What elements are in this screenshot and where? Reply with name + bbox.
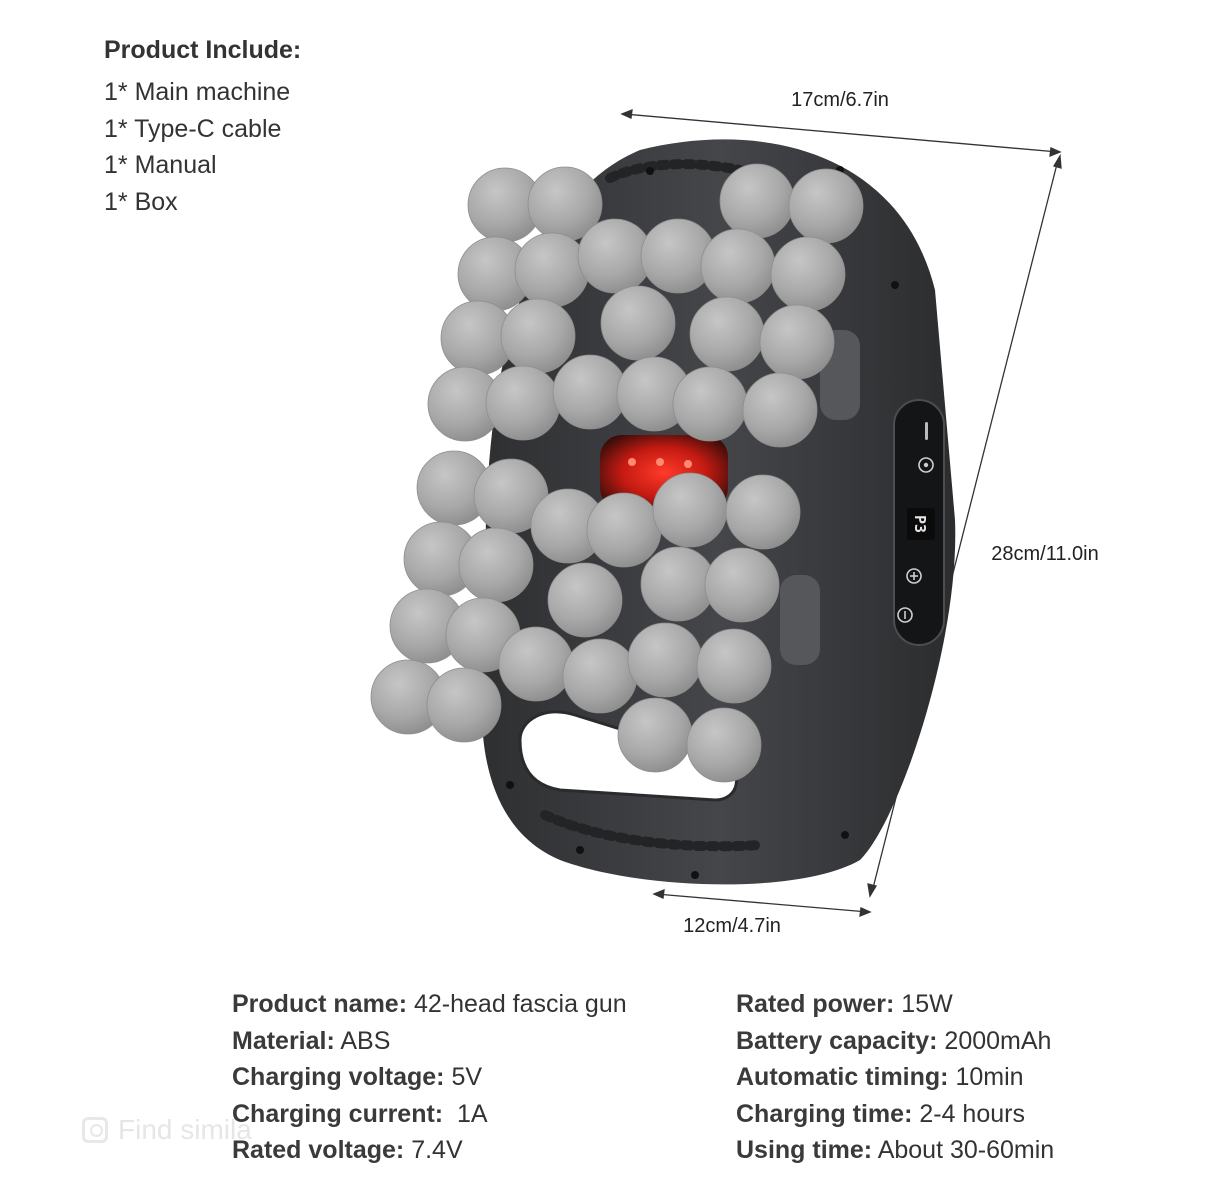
product-include-title: Product Include: [104,36,302,64]
massage-head [719,163,795,239]
dimension-top-label: 17cm/6.7in [791,89,889,111]
spec-row: Rated power: 15W [736,986,1054,1023]
massage-head [689,296,765,372]
find-similar-watermark[interactable]: Find simila [82,1114,252,1146]
massage-head [788,168,864,244]
spec-key: Product name: [232,990,408,1018]
massage-head [485,365,561,441]
spec-value: 2-4 hours [912,1099,1025,1128]
spec-key: Charging voltage: [232,1063,445,1091]
spec-value: 15W [894,990,953,1018]
massage-heads [370,163,864,783]
spec-key: Automatic timing: [736,1063,949,1091]
specs-right-column: Rated power: 15W Battery capacity: 2000m… [736,986,1054,1169]
spec-key: Charging current: [232,1099,444,1128]
find-similar-label: Find simila [118,1114,252,1145]
massage-head [586,492,662,568]
massage-head [627,622,703,698]
spec-value: 5V [444,1063,483,1091]
massage-head [725,474,801,550]
massage-head [562,638,638,714]
spec-key: Charging time: [736,1099,913,1128]
include-item: 1* Manual [104,151,217,179]
dimension-bottom-label: 12cm/4.7in [683,915,781,937]
massage-head [704,547,780,623]
spec-row: Rated voltage: 7.4V [232,1132,627,1169]
specs-left-column: Product name: 42-head fascia gun Materia… [232,986,627,1169]
massage-head [498,626,574,702]
display-reading: P3 [911,515,929,533]
display-panel: P3 [907,508,935,540]
massage-head [742,372,818,448]
spec-key: Battery capacity: [736,1026,938,1055]
massage-head [600,285,676,361]
plus-icon[interactable] [906,568,922,584]
massage-head [500,298,576,374]
product-include-list: Product Include: 1* Main machine 1* Type… [104,36,301,220]
spec-value: 10min [948,1063,1024,1091]
massage-head [617,697,693,773]
spec-key: Using time: [736,1136,873,1164]
spec-value: 7.4V [404,1136,463,1164]
dimension-line-bottom [652,888,872,918]
spec-value: About 30-60min [872,1136,1055,1164]
massage-head [640,546,716,622]
spec-value: 2000mAh [937,1026,1052,1055]
spec-row: Material: ABS [232,1023,627,1060]
spec-value: ABS [334,1026,391,1055]
massage-head [458,527,534,603]
spec-key: Rated voltage: [232,1136,405,1164]
dimension-line-top [620,108,1062,158]
massage-head [686,707,762,783]
spec-row: Battery capacity: 2000mAh [736,1023,1054,1060]
spec-key: Rated power: [736,990,895,1018]
include-item: 1* Type-C cable [104,114,282,143]
spec-value: 1A [443,1099,488,1128]
massage-head [514,232,590,308]
massage-head [759,304,835,380]
massage-head [552,354,628,430]
spec-value: 42-head fascia gun [407,990,627,1018]
include-item: 1* Box [104,187,178,216]
spec-row: Charging current: 1A [232,1096,627,1133]
spec-row: Product name: 42-head fascia gun [232,986,627,1023]
mode-icon[interactable] [918,457,934,473]
massage-head [426,667,502,743]
spec-row: Automatic timing: 10min [736,1059,1054,1096]
massage-head [672,366,748,442]
camera-search-icon [82,1117,108,1143]
minus-icon[interactable] [897,607,913,623]
include-item: 1* Main machine [104,78,291,106]
massage-head [696,628,772,704]
spec-row: Charging voltage: 5V [232,1059,627,1096]
massage-head [652,472,728,548]
dimension-right-label: 28cm/11.0in [991,543,1098,565]
spec-row: Using time: About 30-60min [736,1132,1054,1169]
spec-row: Charging time: 2-4 hours [736,1096,1054,1133]
massage-head [770,236,846,312]
massage-head [547,562,623,638]
massage-head [700,228,776,304]
spec-key: Material: [232,1026,335,1055]
